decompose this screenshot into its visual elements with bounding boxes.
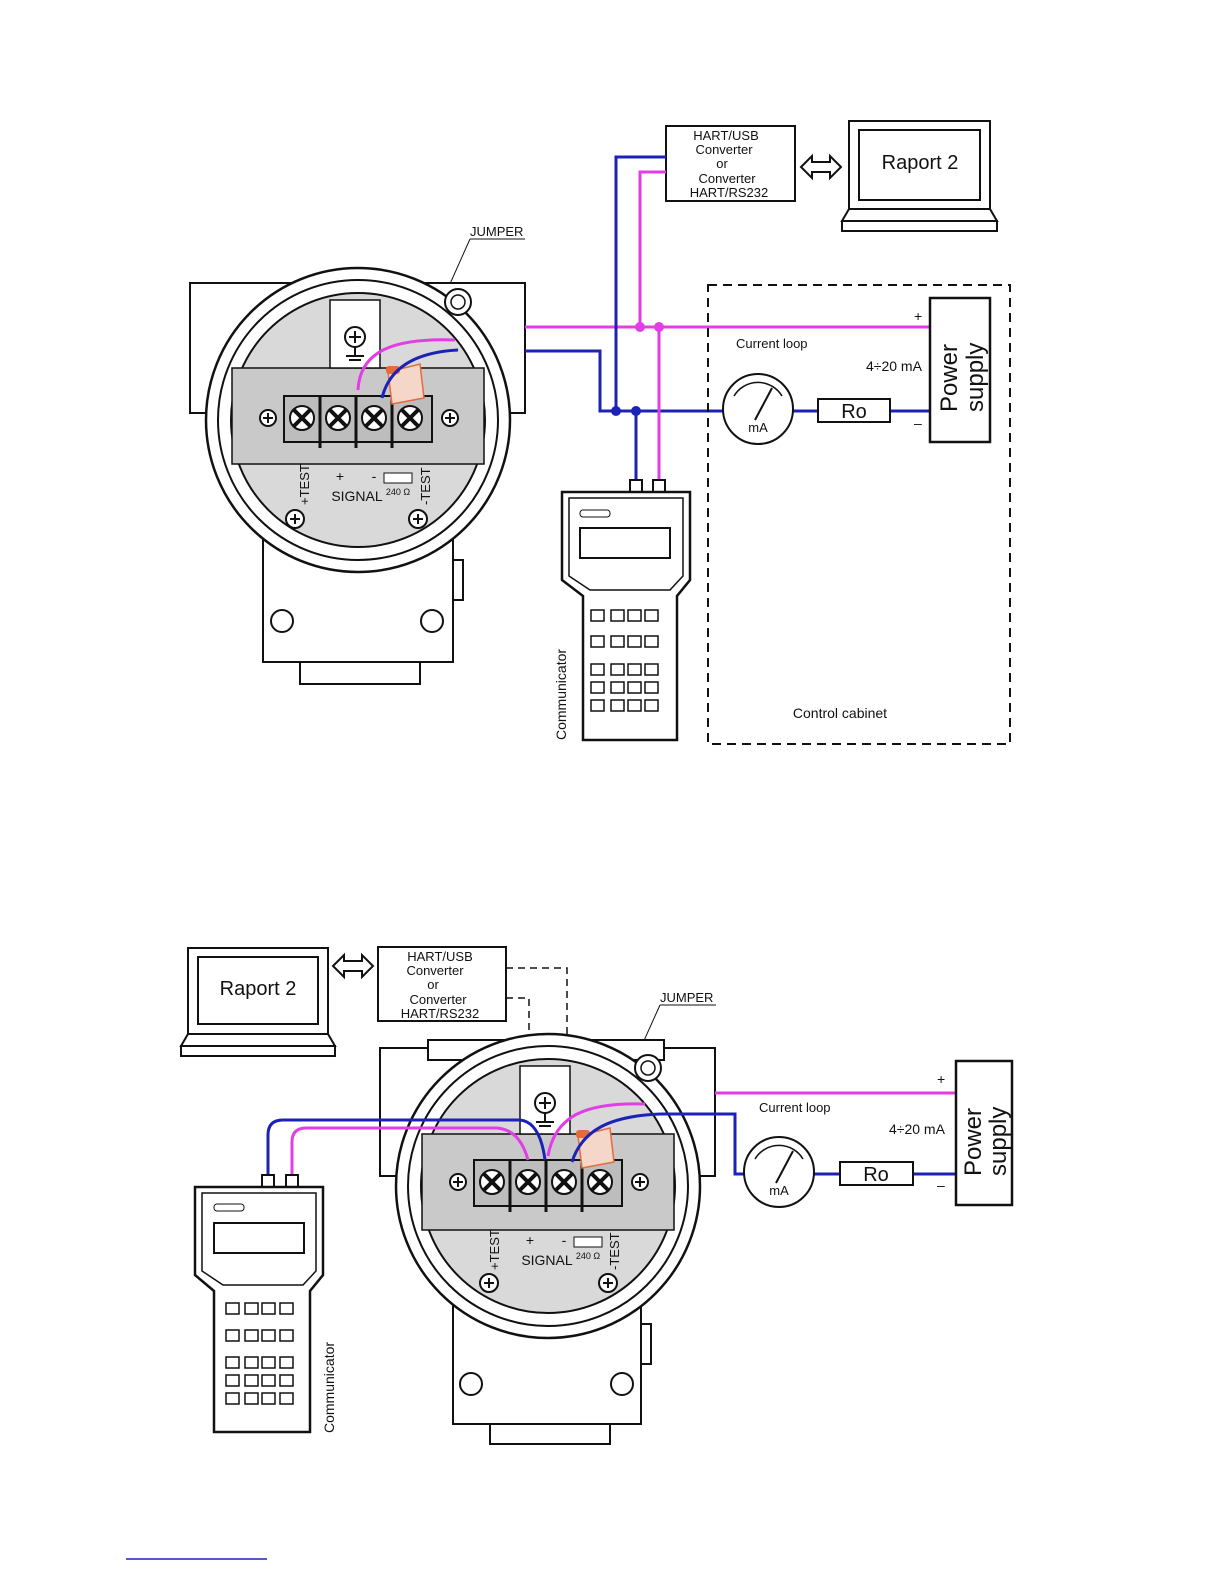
communicator-label: Communicator — [553, 649, 569, 740]
resistor-label: Ro — [863, 1164, 889, 1186]
power-supply-line-1: Power — [936, 344, 963, 412]
converter-line-3: or — [716, 156, 728, 171]
laptop-software-label: Raport 2 — [882, 152, 959, 174]
transmitter-housing: + - 240 Ω SIGNAL +TEST -TEST — [189, 266, 526, 685]
minus-terminal-label: – — [937, 1177, 945, 1193]
ammeter-unit-label: mA — [769, 1183, 789, 1198]
communicator-device: Communicator — [193, 1174, 337, 1434]
current-range-label: 4÷20 mA — [866, 358, 923, 374]
converter-line-3: or — [427, 977, 439, 992]
ammeter-unit-label: mA — [748, 420, 768, 435]
ground-icon — [534, 1092, 556, 1127]
jumper-label: JUMPER — [470, 224, 523, 239]
signal-minus-label: - — [372, 468, 377, 484]
terminal-block — [473, 1159, 623, 1212]
terminal-screw-icon — [289, 405, 423, 431]
communicator-keypad — [225, 1302, 294, 1405]
terminal-block — [283, 395, 433, 448]
signal-plus-label: + — [336, 468, 344, 484]
control-cabinet-outline — [707, 284, 1011, 745]
converter-line-2: Converter — [406, 963, 464, 978]
resistor-icon: Ro — [817, 398, 891, 423]
power-supply-line-2: supply — [985, 1107, 1012, 1176]
transmitter-housing: + - 240 Ω SIGNAL +TEST -TEST — [379, 1032, 716, 1445]
ground-icon — [344, 326, 366, 361]
communicator-keypad — [590, 609, 659, 712]
converter-box: HART/USB Converter or Converter HART/RS2… — [377, 946, 507, 1022]
terminal-screw-icon — [479, 1169, 613, 1195]
resistance-label: 240 Ω — [386, 487, 411, 497]
diagram-cabinet-connection: HART/USB Converter or Converter HART/RS2… — [189, 120, 1011, 745]
laptop-software-label: Raport 2 — [220, 978, 297, 1000]
minus-terminal-label: – — [914, 415, 922, 431]
test-minus-label: -TEST — [607, 1232, 622, 1270]
signal-label: SIGNAL — [521, 1252, 573, 1268]
resistance-label: 240 Ω — [576, 1251, 601, 1261]
power-supply-line-2: supply — [962, 343, 989, 412]
current-loop-label: Current loop — [759, 1100, 831, 1115]
test-plus-label: +TEST — [297, 464, 312, 505]
resistor-icon: Ro — [839, 1161, 914, 1186]
laptop-icon: Raport 2 — [179, 947, 337, 1057]
current-loop-label: Current loop — [736, 336, 808, 351]
test-plus-label: +TEST — [487, 1229, 502, 1270]
communicator-label: Communicator — [321, 1342, 337, 1433]
communicator-device: Communicator — [553, 479, 692, 742]
converter-box: HART/USB Converter or Converter HART/RS2… — [665, 125, 796, 202]
resistor-label: Ro — [841, 401, 867, 423]
laptop-icon: Raport 2 — [840, 120, 999, 232]
plus-terminal-label: + — [914, 308, 922, 324]
converter-line-5: HART/RS232 — [690, 185, 769, 200]
power-supply-box: Power supply — [928, 296, 992, 444]
converter-line-5: HART/RS232 — [401, 1006, 480, 1021]
signal-plus-label: + — [526, 1232, 534, 1248]
power-supply-box: Power supply — [954, 1059, 1014, 1207]
converter-line-4: Converter — [409, 992, 467, 1007]
double-arrow-icon — [331, 952, 375, 980]
jumper-label: JUMPER — [660, 990, 713, 1005]
signal-minus-label: - — [562, 1232, 567, 1248]
ammeter-icon: mA — [722, 373, 794, 445]
signal-label: SIGNAL — [331, 488, 383, 504]
test-minus-label: -TEST — [418, 467, 433, 505]
converter-line-2: Converter — [695, 142, 753, 157]
current-range-label: 4÷20 mA — [889, 1121, 946, 1137]
converter-line-4: Converter — [698, 171, 756, 186]
converter-line-1: HART/USB — [407, 949, 473, 964]
ammeter-icon: mA — [743, 1136, 815, 1208]
converter-line-1: HART/USB — [693, 128, 759, 143]
control-cabinet-label: Control cabinet — [793, 705, 887, 721]
double-arrow-icon — [799, 153, 843, 181]
diagram-direct-connection: Raport 2 HART/USB Converter or Converter… — [179, 946, 1014, 1445]
power-supply-line-1: Power — [960, 1108, 987, 1176]
plus-terminal-label: + — [937, 1071, 945, 1087]
